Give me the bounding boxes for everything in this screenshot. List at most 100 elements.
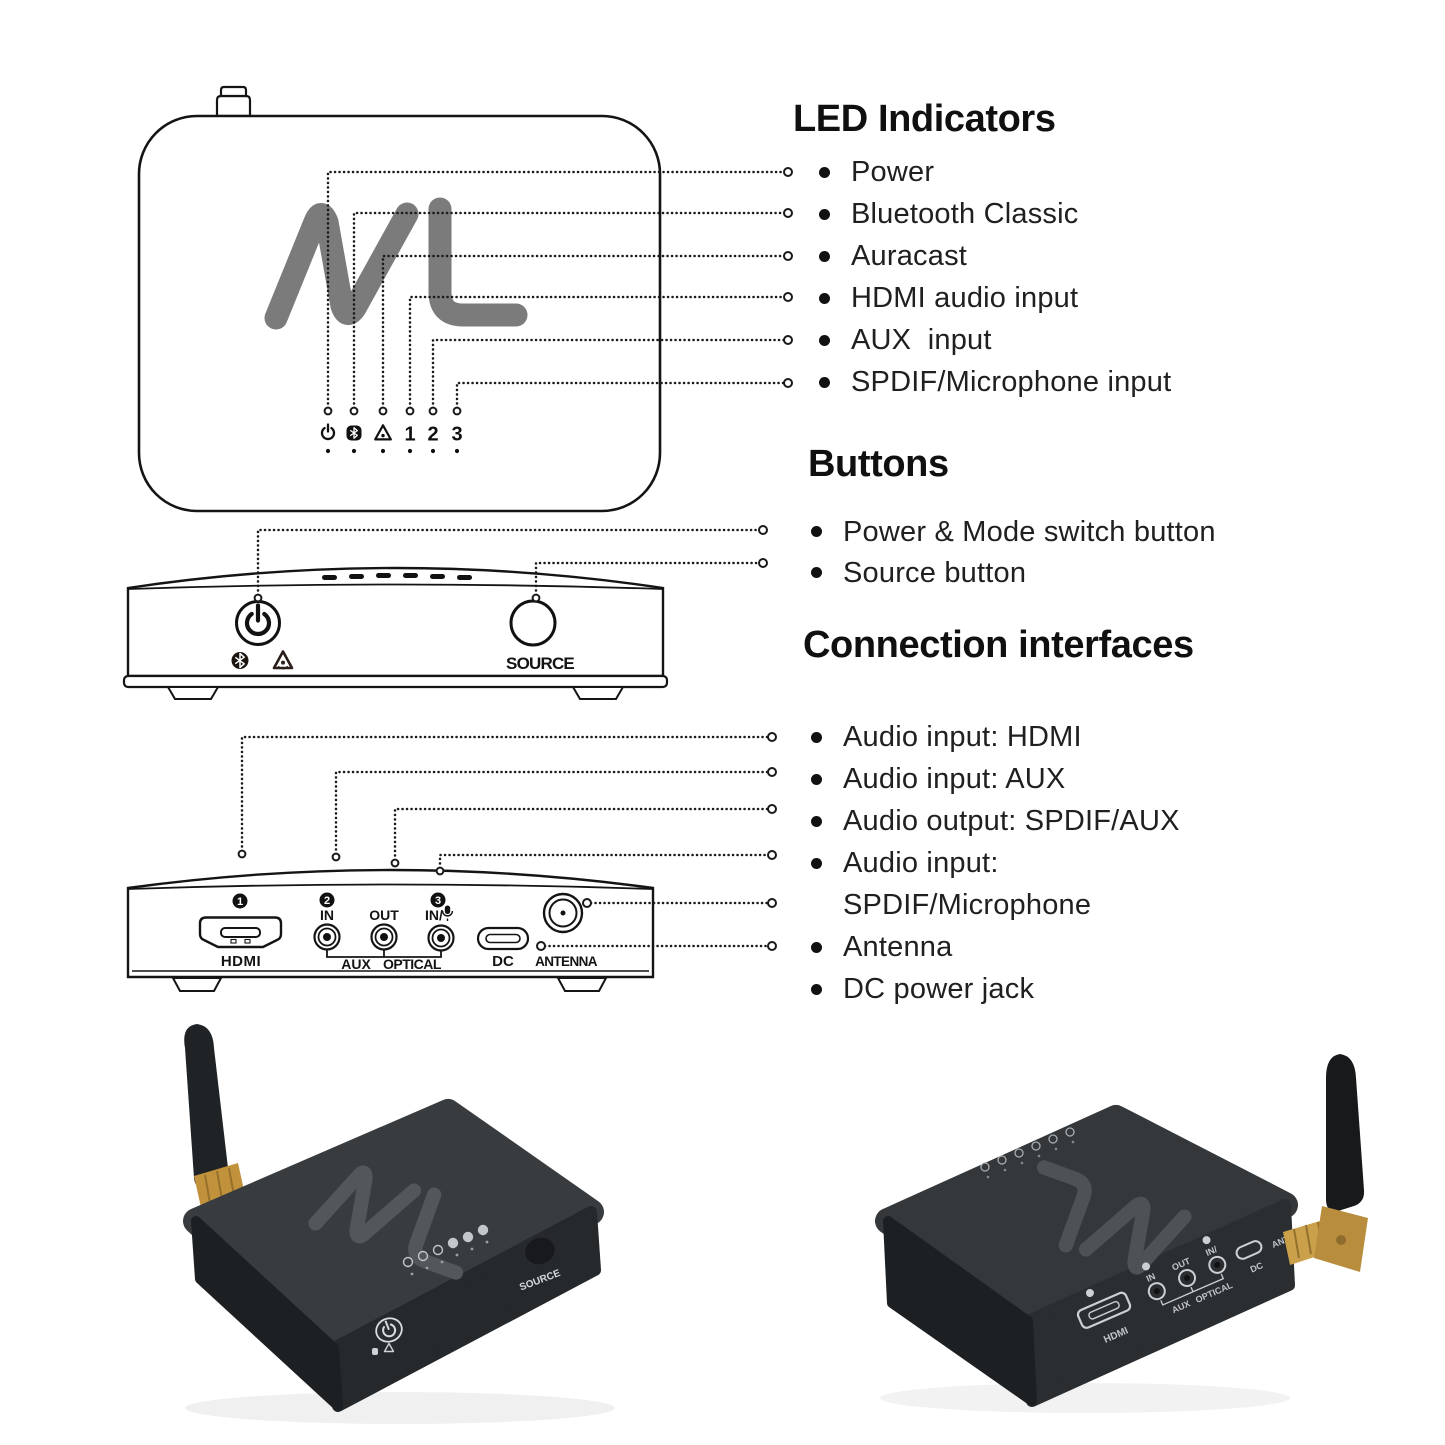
connection-interfaces-list: Audio input: HDMI Audio input: AUX Audio… (811, 716, 1225, 1010)
buttons-list: Power & Mode switch button Source button (811, 511, 1216, 593)
bullet-dot (811, 567, 822, 578)
aux-optical-bracket (326, 950, 442, 958)
list-item-bluetooth-classic: Bluetooth Classic (819, 193, 1171, 235)
list-item-label: Audio input: SPDIF/Microphone (843, 847, 1092, 921)
leader-endpoints (237, 167, 793, 951)
antenna (1326, 1054, 1365, 1212)
list-item-label: HDMI audio input (851, 282, 1079, 314)
led-icon-row: 1 2 3 (320, 423, 463, 454)
device-foot (571, 686, 625, 700)
source-button-label: SOURCE (506, 654, 574, 673)
leader-optical-port (393, 807, 774, 862)
list-item-audio-output-spdif-aux: Audio output: SPDIF/AUX (811, 800, 1225, 842)
shadow (185, 1392, 615, 1424)
in-mic-row-label: IN/ (425, 907, 443, 923)
led-indicators-list: Power Bluetooth Classic Auracast HDMI au… (819, 151, 1171, 403)
hdmi-label: HDMI (221, 953, 261, 970)
list-item-label: Audio input: HDMI (843, 721, 1082, 753)
antenna-stub-cap (219, 85, 248, 98)
power-icon (382, 1323, 397, 1338)
bluetooth-icon (231, 652, 249, 669)
badge-2: 2 (319, 892, 335, 908)
auracast-icon (383, 1342, 395, 1353)
top-view-drawing: 1 2 3 (137, 85, 662, 513)
list-item-label: Auracast (851, 240, 968, 272)
device-rear-outline (126, 868, 655, 979)
bullet-dot (811, 858, 822, 869)
led-icon-row (980, 1127, 1075, 1179)
leader-spdif-led (455, 381, 790, 410)
list-item-label: Power & Mode switch button (843, 515, 1216, 548)
buttons-heading: Buttons (808, 443, 949, 485)
svg-text:2: 2 (324, 895, 330, 907)
front-view-drawing: SOURCE (122, 566, 669, 700)
bullet-dot (811, 526, 822, 537)
list-item-label: SPDIF/Microphone input (851, 366, 1172, 398)
antenna-connector-icon (542, 892, 584, 934)
dc-label: DC (492, 953, 514, 970)
list-item-aux-input: AUX input (819, 319, 1171, 361)
badge-1: 1 (232, 893, 248, 909)
device-foot (171, 977, 223, 992)
aux-in-jack (1147, 1282, 1166, 1301)
list-item-label: Audio input: AUX (843, 763, 1066, 795)
connection-interfaces-heading: Connection interfaces (803, 624, 1194, 666)
list-item-power: Power (819, 151, 1171, 193)
led-icon-row (402, 1224, 489, 1276)
list-item-auracast: Auracast (819, 235, 1171, 277)
list-item-label: DC power jack (843, 973, 1035, 1005)
auracast-icon (272, 650, 294, 670)
in-label: IN (1145, 1271, 1157, 1284)
antenna-label: ANTENNA (535, 954, 598, 969)
bullet-dot (819, 376, 830, 388)
list-item-label: Antenna (843, 931, 953, 963)
list-item-audio-input-aux: Audio input: AUX (811, 758, 1225, 800)
led-number-2: 2 (427, 424, 438, 446)
list-item-label: Power (851, 156, 935, 188)
in-mic-label: IN/ (1204, 1244, 1219, 1258)
list-item-hdmi-audio-input: HDMI audio input (819, 277, 1171, 319)
power-mode-button (372, 1317, 403, 1355)
auracast-icon (374, 424, 392, 441)
optical-out-row-label: OUT (369, 907, 399, 923)
device-foot (556, 977, 608, 992)
antenna-stub (215, 94, 252, 118)
leader-lines (237, 167, 793, 951)
badge-2 (1142, 1262, 1151, 1271)
leader-source-button (534, 561, 765, 597)
led-indicators-heading: LED Indicators (793, 98, 1056, 140)
svg-text:1: 1 (237, 896, 243, 908)
microphone-icon (441, 905, 454, 921)
hdmi-port (1076, 1291, 1132, 1329)
bluetooth-icon (372, 1348, 378, 1355)
list-item-dc-power-jack: DC power jack (811, 968, 1225, 1010)
leader-aux-port (334, 770, 774, 856)
device-left-face (883, 1216, 1037, 1406)
spdif-mic-jack (1208, 1255, 1227, 1274)
power-icon (244, 611, 272, 637)
list-item-audio-input-hdmi: Audio input: HDMI (811, 716, 1225, 758)
device-front-outline (126, 566, 665, 678)
svg-text:3: 3 (435, 895, 441, 907)
leader-mic-port (438, 853, 774, 870)
bullet-dot (819, 166, 830, 178)
aux-label: AUX (341, 956, 371, 972)
leader-hdmi-port (240, 735, 774, 853)
dc-port (1235, 1240, 1263, 1260)
dc-port (476, 926, 530, 951)
rear-view-drawing: 1 2 3 IN OUT IN/ (126, 868, 655, 992)
bullet-dot (819, 292, 830, 304)
list-item-spdif-microphone-input: SPDIF/Microphone input (819, 361, 1171, 403)
device-foot (166, 686, 220, 700)
list-item-label: Bluetooth Classic (851, 198, 1079, 230)
badge-1 (1085, 1288, 1094, 1297)
optical-out-jack (370, 923, 398, 951)
shadow (880, 1383, 1290, 1413)
optical-label: OPTICAL (383, 956, 442, 972)
list-item-power-mode-switch: Power & Mode switch button (811, 511, 1216, 552)
dc-label: DC (1249, 1260, 1265, 1275)
leader-auracast (381, 254, 790, 410)
leader-hdmi-led (408, 295, 790, 410)
bullet-dot (819, 250, 830, 262)
